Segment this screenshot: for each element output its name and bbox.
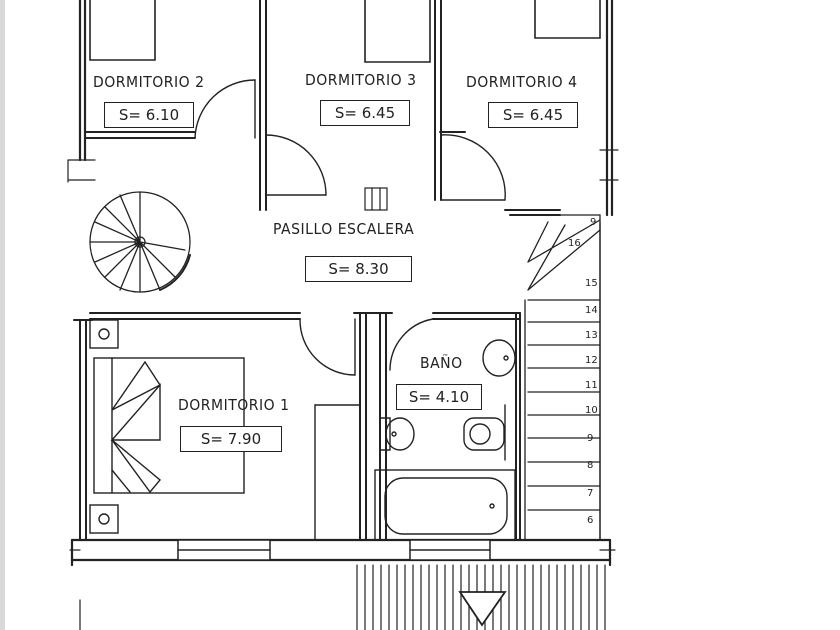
stair-number: 7 (587, 488, 594, 499)
stair-number: 13 (585, 330, 598, 341)
door-swings (194, 79, 506, 201)
pasillo-lower-walls (89, 312, 521, 541)
stair-number: 8 (587, 460, 594, 471)
stair-number: 16 (568, 238, 581, 249)
straight-stair (519, 214, 601, 541)
windows (177, 539, 491, 561)
stair-number: 9 (587, 433, 594, 444)
room-label-bano: BAÑO (420, 355, 463, 373)
spiral-stair (89, 191, 191, 293)
stair-number: 9 (590, 217, 597, 228)
wall-ticks (67, 149, 619, 551)
area-box-dormitorio-1: S= 7.90 (180, 426, 282, 452)
top-wardrobes (89, 0, 601, 63)
area-box-dormitorio-2: S= 6.10 (104, 102, 194, 128)
door-swings-lower (299, 318, 434, 376)
stair-number: 15 (585, 278, 598, 289)
page-left-margin (0, 0, 5, 630)
room-label-pasillo-escalera: PASILLO ESCALERA (273, 221, 415, 239)
area-box-dormitorio-3: S= 6.45 (320, 100, 410, 126)
area-box-bano: S= 4.10 (396, 384, 482, 410)
left-wall-lower (73, 319, 93, 541)
vent-symbol (364, 187, 388, 211)
bedroom-partitions (84, 0, 561, 216)
terrace-hatching (79, 564, 606, 630)
stair-number: 14 (585, 305, 598, 316)
room-label-dormitorio-2: DORMITORIO 2 (93, 74, 205, 92)
stair-number: 10 (585, 405, 598, 416)
area-box-pasillo-escalera: S= 8.30 (305, 256, 412, 282)
room-label-dormitorio-3: DORMITORIO 3 (305, 72, 417, 90)
stair-number: 6 (587, 515, 594, 526)
dormitorio1-furniture (89, 319, 361, 541)
room-label-dormitorio-1: DORMITORIO 1 (178, 397, 290, 415)
stair-number: 12 (585, 355, 598, 366)
room-label-dormitorio-4: DORMITORIO 4 (466, 74, 578, 92)
stair-number: 11 (585, 380, 598, 391)
area-box-dormitorio-4: S= 6.45 (488, 102, 578, 128)
